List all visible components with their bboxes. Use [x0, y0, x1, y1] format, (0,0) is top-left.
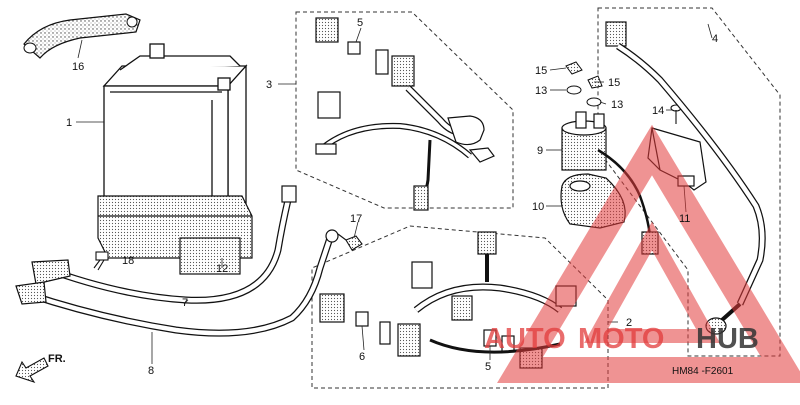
label-part-12: 12: [216, 263, 228, 275]
label-part-2: 2: [626, 317, 632, 329]
label-part-9: 9: [537, 145, 543, 157]
label-part-15-left: 15: [535, 65, 547, 77]
label-part-14: 14: [652, 105, 664, 117]
label-part-13-left: 13: [535, 85, 547, 97]
bolt-18: [93, 251, 109, 271]
washer-13-left: [566, 85, 582, 95]
svg-text:HUB: HUB: [696, 323, 759, 355]
label-part-3: 3: [266, 79, 272, 91]
label-part-11: 11: [679, 213, 690, 225]
svg-text:AUTO: AUTO: [484, 323, 566, 355]
battery-cushion: [97, 195, 253, 275]
diagram-code: HM84 -F2601: [672, 366, 734, 377]
label-part-5-bottom: 5: [485, 361, 491, 373]
label-part-17: 17: [350, 213, 362, 225]
label-part-18: 18: [122, 255, 134, 267]
direction-label: FR.: [48, 353, 66, 365]
label-part-15-right: 15: [608, 77, 620, 89]
battery-positive-cable: [31, 185, 297, 304]
front-direction-arrow: FR.: [15, 353, 66, 384]
label-part-16: 16: [72, 61, 84, 73]
battery-negative-cable: [15, 229, 339, 337]
label-part-1: 1: [66, 117, 72, 129]
starter-relay: [561, 111, 607, 171]
label-part-10: 10: [532, 201, 544, 213]
watermark-logo: [497, 124, 800, 383]
label-part-8: 8: [148, 365, 154, 377]
washer-13-right: [586, 97, 602, 107]
label-part-13-right: 13: [611, 99, 623, 111]
label-part-7: 7: [182, 297, 188, 309]
label-part-6: 6: [359, 351, 365, 363]
nut-15-left: [565, 61, 583, 75]
label-part-5-top: 5: [357, 17, 363, 29]
battery-band: [23, 13, 141, 59]
part-labels: 1 2 3 4 5 5 6 7 8 9 10 11 12 13 13 14 15…: [66, 17, 718, 377]
svg-text:MOTO: MOTO: [578, 323, 664, 355]
wire-harness-group-box-bottom: [311, 225, 609, 389]
bolt-17: [337, 233, 363, 251]
wire-harness-group-box-top: [295, 11, 514, 209]
watermark-wordmark: AUTO MOTO HUB: [484, 323, 759, 355]
wire-harness-top: [315, 17, 495, 211]
label-part-4: 4: [712, 33, 718, 45]
